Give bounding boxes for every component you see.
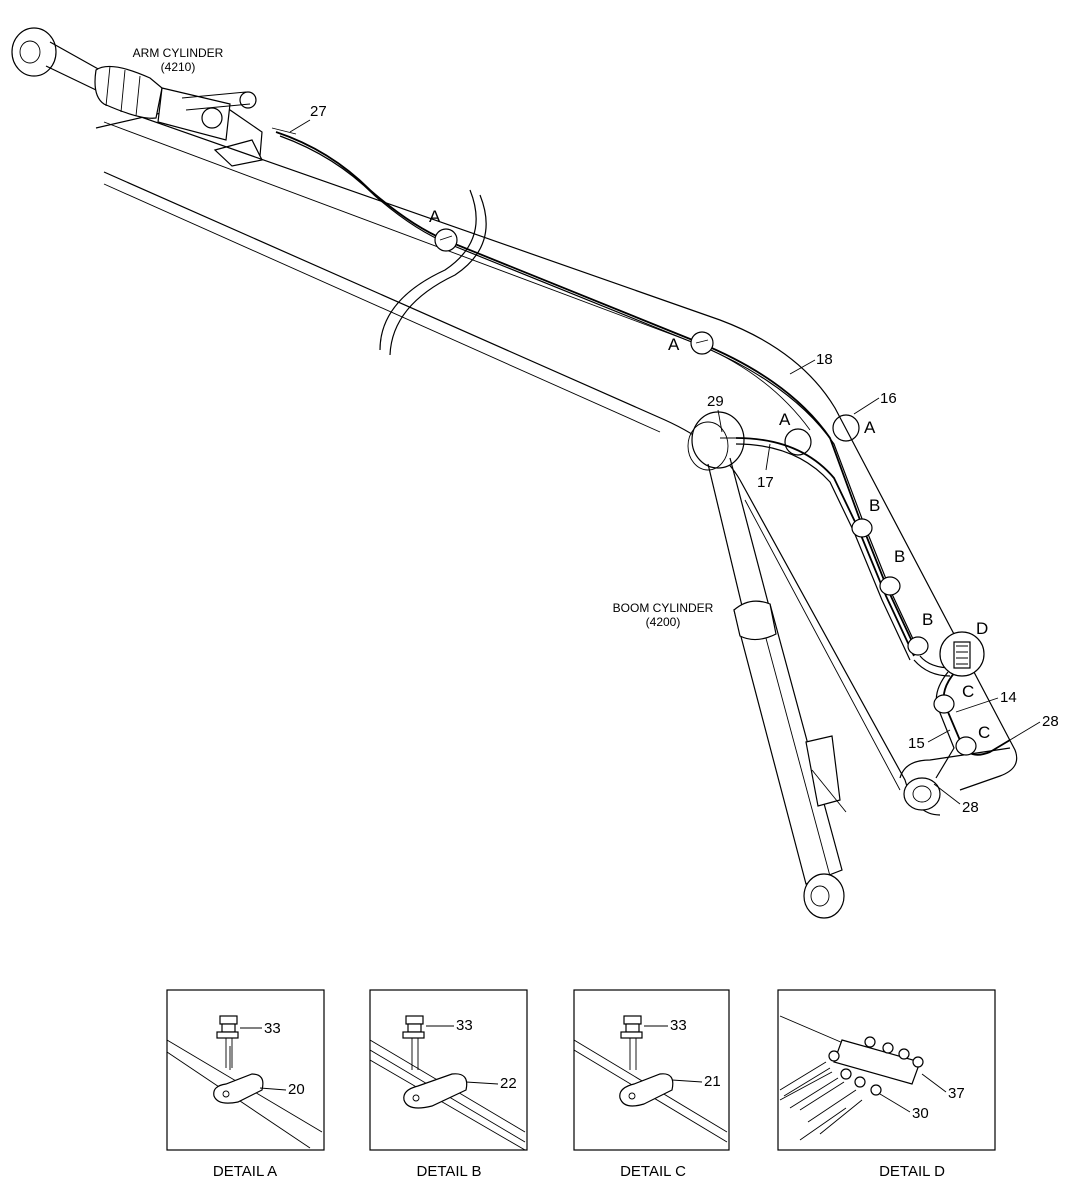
callout-28-right: 28 xyxy=(1042,713,1059,730)
clamp-set xyxy=(434,228,977,756)
marker-c-2: C xyxy=(978,723,990,742)
arm-cylinder-label: ARM CYLINDER xyxy=(133,46,224,60)
detail-b-bolt-callout: 33 xyxy=(456,1017,473,1034)
marker-a-1: A xyxy=(429,207,441,226)
marker-a-4: A xyxy=(864,418,876,437)
callout-16: 16 xyxy=(880,390,897,407)
callout-27: 27 xyxy=(310,103,327,120)
callout-17: 17 xyxy=(757,474,774,491)
boom-cylinder-code: (4200) xyxy=(646,615,681,629)
marker-d: D xyxy=(976,619,988,638)
detail-b-clamp-callout: 22 xyxy=(500,1075,517,1092)
pipe-routing xyxy=(271,127,1011,779)
detail-a-caption: DETAIL A xyxy=(213,1163,277,1180)
arm-cylinder-code: (4210) xyxy=(161,60,196,74)
detail-c-panel: 33 21 DETAIL C xyxy=(573,989,730,1180)
detail-a-bolt-callout: 33 xyxy=(264,1020,281,1037)
callout-28-foot: 28 xyxy=(962,799,979,816)
detail-d-caption: DETAIL D xyxy=(879,1163,945,1180)
detail-c-caption: DETAIL C xyxy=(620,1163,686,1180)
arm-cylinder xyxy=(11,27,257,141)
detail-b-panel: 33 22 DETAIL B xyxy=(369,989,528,1180)
detail-a-panel: 33 20 DETAIL A xyxy=(166,989,325,1180)
marker-a-3: A xyxy=(779,410,791,429)
callout-18: 18 xyxy=(816,351,833,368)
marker-c-1: C xyxy=(962,682,974,701)
marker-b-3: B xyxy=(922,610,933,629)
detail-a-clamp-callout: 20 xyxy=(288,1081,305,1098)
detail-d-block-callout: 37 xyxy=(948,1085,965,1102)
callout-14: 14 xyxy=(1000,689,1017,706)
boom-structure xyxy=(95,103,1018,816)
callout-29: 29 xyxy=(707,393,724,410)
detail-c-bolt-callout: 33 xyxy=(670,1017,687,1034)
callout-15: 15 xyxy=(908,735,925,752)
marker-b-2: B xyxy=(894,547,905,566)
marker-b-1: B xyxy=(869,496,880,515)
boom-cylinder xyxy=(707,457,847,919)
detail-b-caption: DETAIL B xyxy=(416,1163,481,1180)
boom-cylinder-label: BOOM CYLINDER xyxy=(613,601,714,615)
detail-d-panel: 37 30 DETAIL D xyxy=(777,989,996,1180)
detail-c-clamp-callout: 21 xyxy=(704,1073,721,1090)
marker-a-2: A xyxy=(668,335,680,354)
connection-block xyxy=(939,631,985,677)
detail-d-fitting-callout: 30 xyxy=(912,1105,929,1122)
